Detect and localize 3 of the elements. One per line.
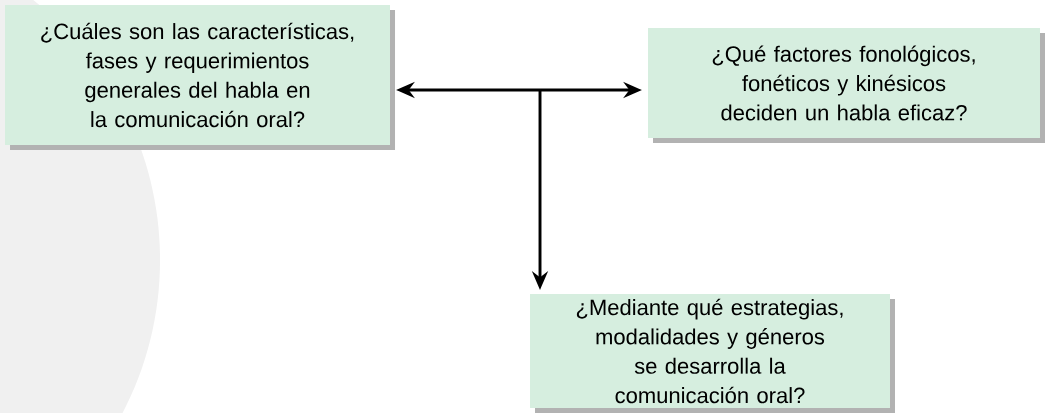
- question-box: ¿Mediante qué estrategias, modalidades y géneros se desarrolla la comunicación oral?: [530, 294, 895, 413]
- question-box: ¿Cuáles son las características, fases y requerimientos generales del habla en la comunicación oral?: [5, 5, 395, 150]
- question-box: ¿Qué factores fonológicos, fonéticos y kinésicos deciden un habla eficaz?: [648, 28, 1045, 143]
